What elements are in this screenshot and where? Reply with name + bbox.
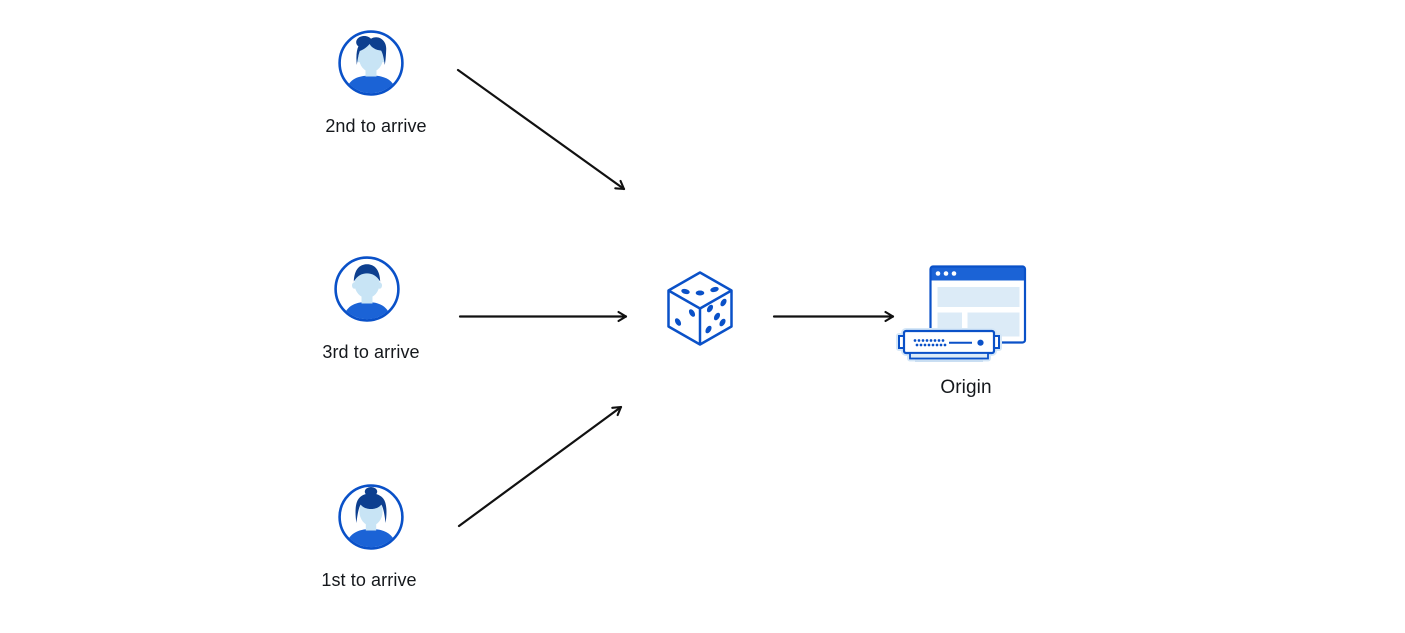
male-user-avatar-icon bbox=[338, 30, 404, 96]
browser-window-icon bbox=[929, 265, 1027, 344]
client-node-2nd-to-arrive bbox=[337, 29, 405, 102]
origin-label: Origin bbox=[940, 377, 992, 398]
arrow-client2-to-dice bbox=[456, 68, 626, 191]
male-user-avatar-icon bbox=[334, 256, 400, 322]
client-node-1st-to-arrive bbox=[337, 483, 405, 556]
origin-server-browser-icon bbox=[896, 265, 1027, 362]
client-label-3rd-to-arrive: 3rd to arrive bbox=[322, 342, 420, 362]
server-icon bbox=[896, 328, 1002, 362]
client-label-1st-to-arrive: 1st to arrive bbox=[321, 570, 417, 590]
client-label-2nd-to-arrive: 2nd to arrive bbox=[325, 116, 427, 136]
arrow-client1-to-dice bbox=[457, 405, 623, 528]
client-node-3rd-to-arrive bbox=[333, 255, 401, 328]
random-selector-node bbox=[665, 269, 735, 354]
female-user-avatar-icon bbox=[338, 484, 404, 550]
dice-icon bbox=[667, 271, 733, 346]
origin-node bbox=[888, 258, 1033, 373]
